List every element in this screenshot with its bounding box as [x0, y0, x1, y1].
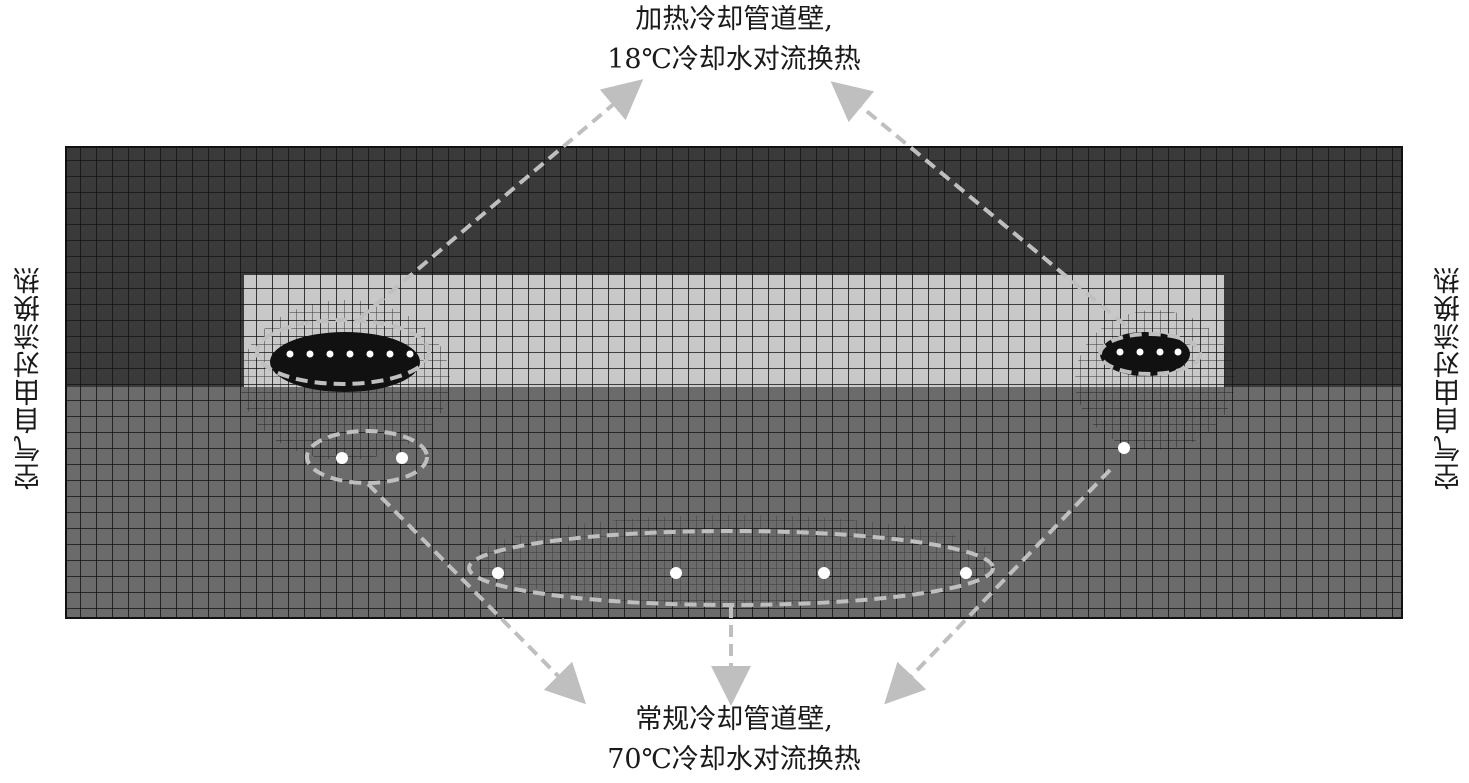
heated-channel-annotation: 加热冷却管道壁, 18℃冷却水对流换热 — [534, 0, 934, 80]
conventional-annotation-line2: 70℃冷却水对流换热 — [607, 744, 861, 775]
heated-annotation-line2: 18℃冷却水对流换热 — [607, 44, 861, 75]
left-boundary-annotation: 空气自由对流换热 — [14, 266, 45, 490]
callout-arrows — [358, 79, 1127, 706]
dense-mesh-core-right — [1100, 332, 1190, 376]
arrow-conventional-right — [884, 468, 1112, 705]
conventional-channels — [336, 442, 1130, 579]
heated-channels-left — [286, 350, 414, 358]
heated-channels-right — [1116, 348, 1182, 356]
refined-mesh-zone-right — [1075, 310, 1235, 450]
refined-mesh-zone-bottom — [475, 515, 995, 605]
ellipse-heated-left — [255, 318, 431, 386]
ellipse-conventional-left — [305, 429, 429, 485]
arrow-conventional-left — [366, 482, 587, 705]
right-boundary-annotation: 空气自由对流换热 — [1434, 266, 1465, 490]
dense-mesh-core-left — [270, 332, 420, 392]
mesh-border — [65, 146, 1403, 619]
ellipse-heated-right — [1098, 332, 1202, 376]
conventional-channel-annotation: 常规冷却管道壁, 70℃冷却水对流换热 — [534, 700, 934, 780]
arrow-heated-right — [830, 81, 1127, 327]
arrow-heated-left — [358, 79, 644, 320]
callout-ellipses — [255, 318, 1202, 607]
ellipse-conventional-bottom — [467, 529, 995, 607]
heated-annotation-line1: 加热冷却管道壁, — [635, 4, 833, 35]
conventional-annotation-line1: 常规冷却管道壁, — [635, 704, 833, 735]
